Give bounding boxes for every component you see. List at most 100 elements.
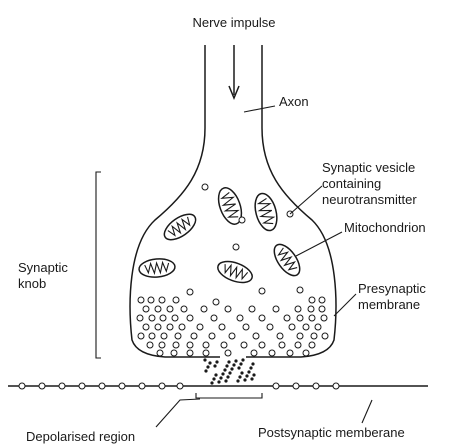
neurotransmitter-dot [218,381,220,383]
neurotransmitter-release [204,359,255,384]
synaptic-vesicle [322,333,328,339]
synaptic-vesicle [269,350,275,356]
synaptic-knob-label-line-2: knob [18,276,46,291]
synaptic-vesicle [267,324,273,330]
synaptic-vesicle [319,297,325,303]
synaptic-vesicle [287,350,293,356]
vesicle-label-line-1: Synaptic vesicle [322,160,415,175]
synaptic-vesicle [297,287,303,293]
synaptic-vesicle [143,324,149,330]
synaptic-vesicle [309,297,315,303]
neurotransmitter-dot [235,360,237,362]
neurotransmitter-dot [251,378,253,380]
vesicle-label-line-3: neurotransmitter [322,192,417,207]
synaptic-vesicle [187,342,193,348]
neurotransmitter-dot [224,369,226,371]
neurotransmitter-dot [233,364,235,366]
synaptic-vesicle [159,342,165,348]
vesicle-pointer [290,186,322,214]
neurotransmitter-dot [215,374,217,376]
synaptic-vesicle [315,324,321,330]
synaptic-vesicle [239,217,245,223]
neurotransmitter-dot [248,371,250,373]
synaptic-vesicle [138,297,144,303]
depolarised-region-label: Depolarised region [26,429,135,444]
synaptic-vesicle [233,244,239,250]
neurotransmitter-dot [225,380,227,382]
membrane-channel [333,383,339,389]
mitochondrion [215,257,255,286]
synaptic-vesicle [297,333,303,339]
synaptic-vesicle [309,342,315,348]
postsynaptic-membrane-label: Postsynaptic memberane [258,425,405,440]
nerve-impulse-label: Nerve impulse [192,15,275,30]
presynaptic-membrane-label-line-1: Presynaptic [358,281,426,296]
neurotransmitter-dot [226,365,228,367]
membrane-channel [59,383,65,389]
mitochondrion [269,240,304,280]
synaptic-knob-bracket [96,172,101,358]
synaptic-vesicle [259,288,265,294]
mitochondrion-pointer [296,232,342,256]
neurotransmitter-dot [211,382,213,384]
neurotransmitter-dot [222,373,224,375]
synaptic-vesicle [161,333,167,339]
synaptic-vesicle [253,333,259,339]
membrane-channel [273,383,279,389]
synaptic-vesicle [229,333,235,339]
synaptic-vesicle [149,315,155,321]
synaptic-vesicle [237,315,243,321]
neurotransmitter-dot [220,377,222,379]
presynaptic-membrane-label-line-2: membrane [358,297,420,312]
membrane-channel [19,383,25,389]
depolarised-region-bracket [196,393,262,398]
synaptic-vesicle [251,350,257,356]
synaptic-vesicle [225,350,231,356]
synaptic-vesicle [279,342,285,348]
synaptic-vesicle [241,342,247,348]
synaptic-vesicle [249,306,255,312]
synaptic-vesicle [181,306,187,312]
neurotransmitter-dot [214,365,216,367]
neurotransmitter-dot [213,378,215,380]
neurotransmitter-dot [252,363,254,365]
synaptic-vesicle [149,333,155,339]
synaptic-vesicle [187,289,193,295]
neurotransmitter-dot [204,359,206,361]
synaptic-vesicle [308,306,314,312]
axon-pointer [244,106,275,112]
membrane-channel [99,383,105,389]
membrane-channel [139,383,145,389]
synaptic-vesicle [221,342,227,348]
synaptic-vesicle [211,315,217,321]
synaptic-vesicle [295,342,301,348]
neurotransmitter-dot [207,366,209,368]
mitochondria [138,185,304,287]
membrane-channel [119,383,125,389]
neurotransmitter-dot [227,376,229,378]
synaptic-vesicle [203,350,209,356]
mitochondrion [160,209,200,244]
neurotransmitter-dot [241,372,243,374]
neurotransmitter-dot [237,380,239,382]
neurotransmitter-dot [228,361,230,363]
vesicle-label-line-2: containing [322,176,381,191]
axon-label: Axon [279,94,309,109]
synaptic-vesicle [289,324,295,330]
postsynaptic-pointer [362,400,372,423]
membrane-channel [177,383,183,389]
synaptic-vesicle [213,299,219,305]
synaptic-vesicle [209,333,215,339]
synaptic-vesicle [277,333,283,339]
synaptic-vesicle [295,306,301,312]
synaptic-vesicle [172,315,178,321]
synaptic-vesicle [187,350,193,356]
synaptic-vesicle [259,315,265,321]
neurotransmitter-dot [231,368,233,370]
synaptic-vesicle [225,306,231,312]
membrane-channel [79,383,85,389]
synaptic-vesicle [321,315,327,321]
neurotransmitter-dot [205,370,207,372]
